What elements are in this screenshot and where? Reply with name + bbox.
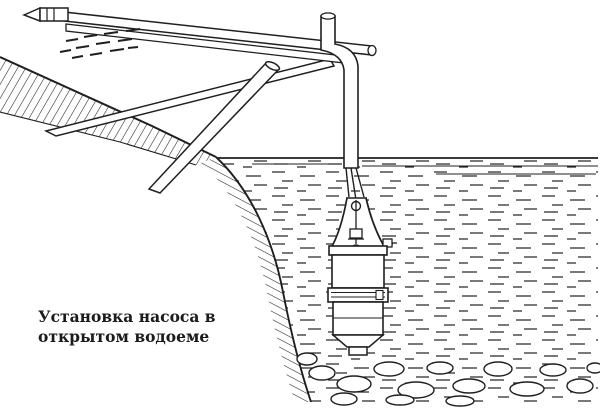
stone — [452, 378, 486, 394]
crossed-stakes — [43, 58, 336, 194]
river-stones — [296, 352, 600, 407]
stone — [445, 395, 475, 407]
pump-clamp-band — [327, 287, 389, 303]
pipe-top-cap — [320, 12, 336, 20]
stone — [397, 381, 435, 399]
submersible-pump — [327, 167, 397, 356]
caption-line-2: открытом водоеме — [38, 327, 209, 346]
nozzle-tip — [22, 6, 41, 23]
stone — [296, 352, 318, 366]
bank-slope-hatch — [0, 57, 216, 165]
pole-end-cap — [367, 44, 377, 57]
stone — [373, 361, 405, 377]
stone — [483, 361, 513, 377]
stone — [566, 378, 594, 394]
water-spray — [59, 28, 141, 59]
stone — [586, 362, 600, 374]
water-body — [217, 158, 598, 402]
stone — [509, 381, 545, 397]
stone — [426, 361, 454, 375]
water-surface — [217, 157, 598, 175]
stone — [336, 375, 372, 393]
bank-curve-hatch — [201, 157, 311, 402]
caption: Установка насоса в открытом водоеме — [38, 307, 216, 346]
stone — [308, 365, 336, 381]
stone — [539, 363, 567, 377]
pump-flange — [328, 245, 388, 256]
pump-bottom-taper — [330, 334, 386, 348]
bank-lower-contour — [0, 111, 197, 166]
pump-upper-body — [331, 254, 385, 289]
bank-curve-line — [215, 156, 312, 403]
spray-nozzle — [22, 6, 69, 23]
stone — [330, 392, 358, 406]
pump-foot — [348, 346, 368, 356]
riser-pipe — [320, 12, 359, 169]
stake-cut-end — [264, 60, 281, 72]
stone — [385, 394, 415, 406]
pump-suspension — [345, 167, 365, 201]
caption-line-1: Установка насоса в — [38, 307, 216, 326]
